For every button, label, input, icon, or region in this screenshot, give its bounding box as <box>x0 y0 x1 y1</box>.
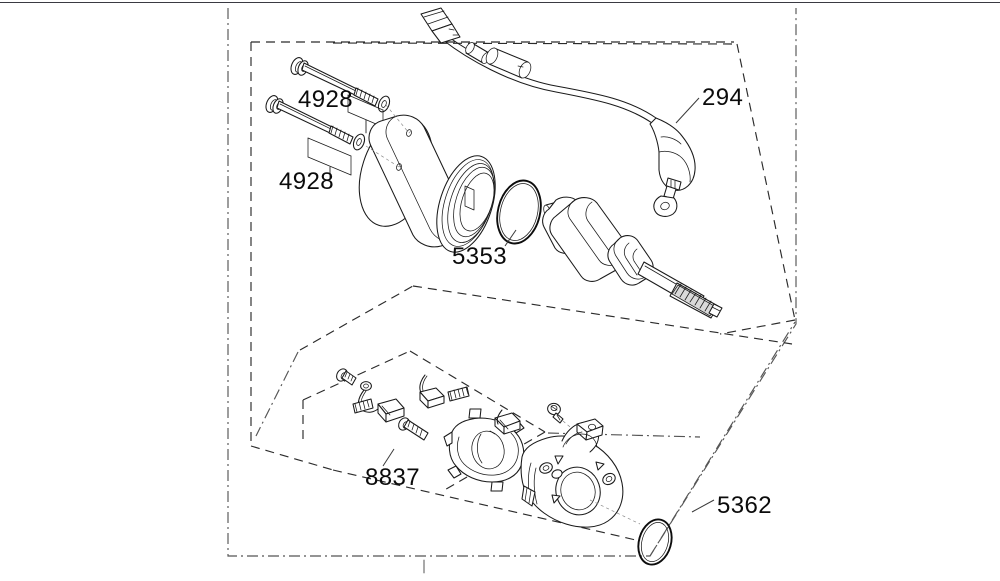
page-top-rule <box>0 2 1000 3</box>
bolt-washer-upper <box>377 95 391 113</box>
bolt-thread-lower <box>328 125 354 145</box>
yoke-open-end-rings <box>436 155 496 253</box>
leader-5353 <box>504 229 517 247</box>
lead-sleeve-2 <box>485 47 532 79</box>
lead-connector-plug <box>420 7 461 44</box>
drive-housing <box>520 418 641 528</box>
armature-assembly <box>542 196 723 319</box>
callout-5362: 5362 <box>717 492 772 519</box>
pinion-splines <box>669 282 723 319</box>
group-box-armature-tilted <box>299 285 793 351</box>
o-ring-5362 <box>637 518 673 566</box>
brush-lead-2 <box>419 374 445 409</box>
leader-8837 <box>382 448 395 467</box>
callout-5353: 5353 <box>452 243 507 270</box>
brush-lead-1 <box>357 381 405 423</box>
leader-294 <box>675 97 700 124</box>
brush-spring-1 <box>352 398 374 414</box>
callout-294: 294 <box>702 84 744 111</box>
callout-4928-lower: 4928 <box>279 168 334 195</box>
lead-ring-terminal <box>653 185 678 217</box>
lead-right-angle-boot <box>649 117 696 191</box>
brush-holder-plate <box>443 408 533 492</box>
yoke-bolt-holes <box>365 104 414 171</box>
group-box-armature <box>332 42 796 335</box>
callout-4928-lower-box <box>307 137 352 181</box>
motor-yoke-body <box>358 104 496 253</box>
group-box-upper <box>250 41 734 471</box>
callout-4928-upper: 4928 <box>298 86 353 113</box>
brush-spring-2 <box>447 386 470 402</box>
through-bolt-lower <box>265 95 366 151</box>
bolt-washer-lower <box>352 133 366 151</box>
group-box-lower-main <box>332 469 641 542</box>
through-bolt-upper <box>290 57 391 113</box>
o-ring-5353 <box>496 179 542 245</box>
assembly-sweep-boundary <box>649 321 796 557</box>
brush-screw-1 <box>336 368 357 386</box>
leader-5362 <box>691 499 715 513</box>
callout-8837: 8837 <box>365 464 420 491</box>
lead-wire-294 <box>420 7 696 217</box>
brush-holder-kit-8837 <box>336 368 533 492</box>
callout-leader-lines <box>329 97 715 513</box>
bolt-thread-upper <box>353 87 379 107</box>
brush-screw-2 <box>398 417 429 441</box>
